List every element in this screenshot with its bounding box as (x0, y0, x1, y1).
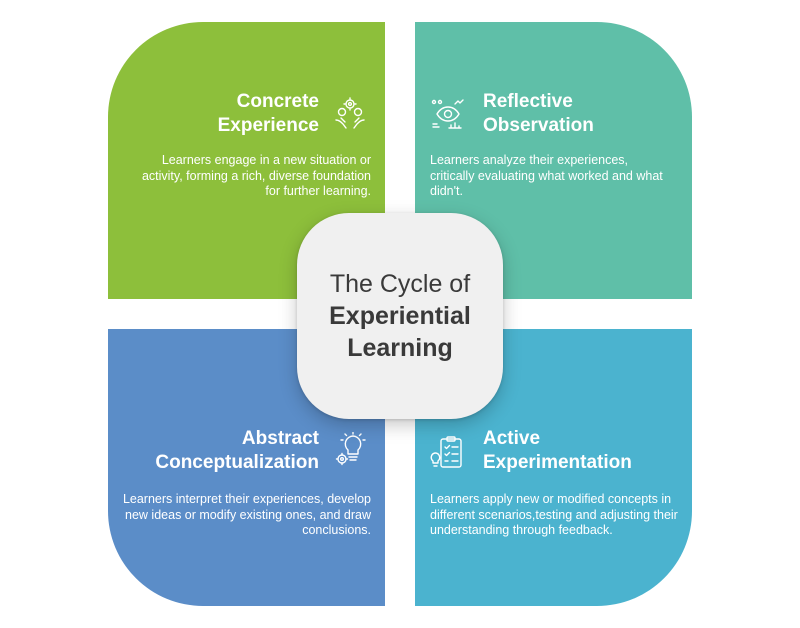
lightbulb-gear-icon (333, 432, 369, 468)
concrete-experience-description: Learners engage in a new situation or ac… (141, 153, 371, 198)
center-title-line1: The Cycle of (329, 270, 471, 298)
reflective-observation-description: Learners analyze their experiences, crit… (430, 153, 663, 198)
center-title-line3: Learning (347, 334, 453, 362)
reflective-observation-title: Reflective Observation (483, 91, 594, 136)
gears-hands-icon (332, 96, 368, 132)
eye-analytics-icon (429, 96, 465, 132)
abstract-conceptualization-title: Abstract Conceptualization (155, 428, 319, 473)
concrete-experience-title: Concrete Experience (217, 91, 319, 136)
abstract-conceptualization-description: Learners interpret their experiences, de… (122, 492, 371, 537)
clipboard-bulb-icon (429, 435, 465, 471)
center-title-card: The Cycle of Experiential Learning (297, 213, 503, 419)
concrete-experience-panel: Concrete Experience Learners engage in a… (108, 22, 385, 299)
active-experimentation-title: Active Experimentation (483, 428, 632, 473)
active-experimentation-description: Learners apply new or modified concepts … (430, 492, 678, 537)
center-title-line2: Experiential (329, 302, 471, 330)
